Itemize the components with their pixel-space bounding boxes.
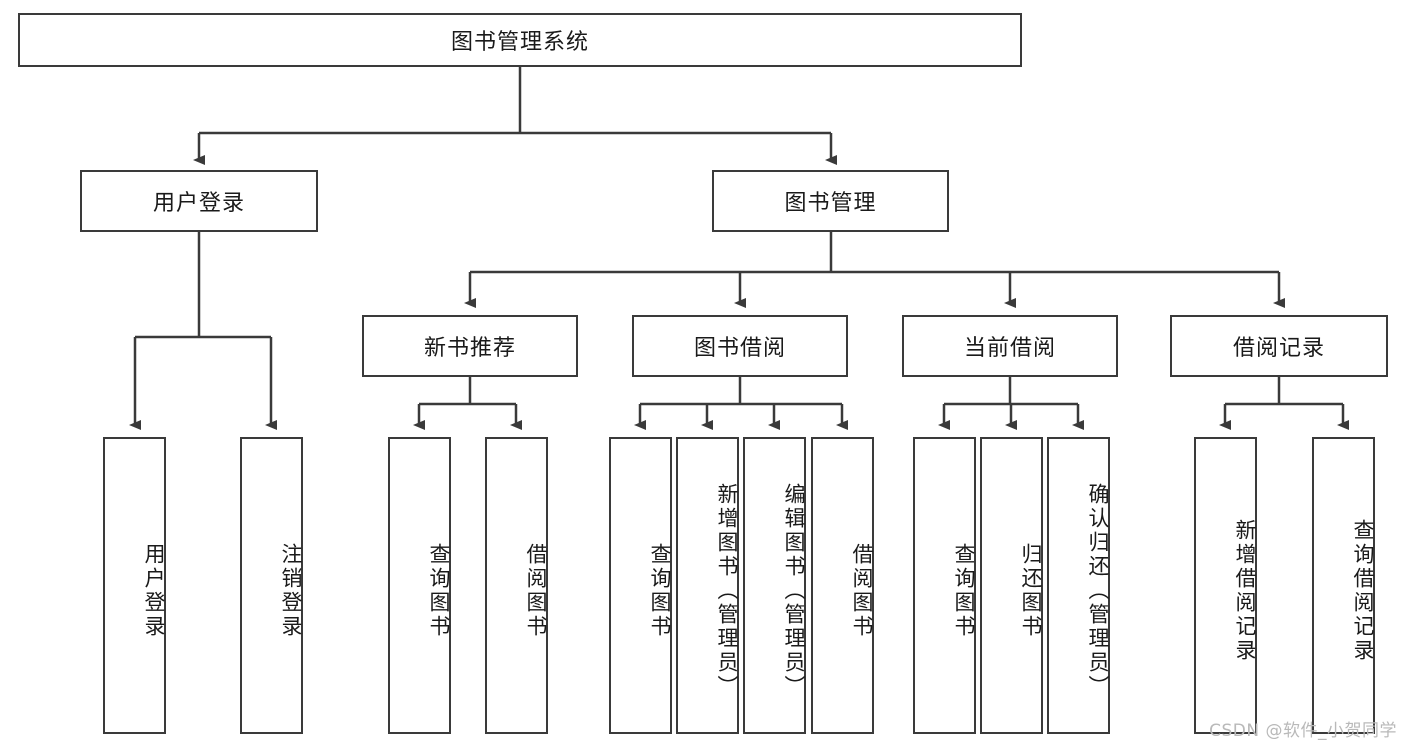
node-borrow-record[interactable]: 借阅记录 [1170,315,1388,377]
node-root-label: 图书管理系统 [450,30,589,55]
leaf-current-confirm-return-label: 确认归还（管理员） [1086,482,1110,699]
node-book-borrow-label: 图书借阅 [693,336,786,361]
leaf-borrow-borrow-book[interactable]: 借阅图书 [811,437,874,734]
node-borrow-record-label: 借阅记录 [1232,336,1325,361]
node-new-book-recommend[interactable]: 新书推荐 [362,315,578,377]
leaf-user-login-label: 用户登录 [142,542,166,639]
leaf-user-login[interactable]: 用户登录 [103,437,166,734]
leaf-borrow-add-book[interactable]: 新增图书（管理员） [676,437,739,734]
leaf-recommend-borrow-book-label: 借阅图书 [524,542,548,639]
leaf-record-add[interactable]: 新增借阅记录 [1194,437,1257,734]
leaf-borrow-query-book[interactable]: 查询图书 [609,437,672,734]
node-root[interactable]: 图书管理系统 [18,13,1022,67]
leaf-logout-label: 注销登录 [279,542,303,639]
node-book-management-label: 图书管理 [784,191,877,216]
node-book-management[interactable]: 图书管理 [712,170,949,232]
node-current-borrow[interactable]: 当前借阅 [902,315,1118,377]
leaf-record-add-label: 新增借阅记录 [1233,518,1257,663]
leaf-current-confirm-return[interactable]: 确认归还（管理员） [1047,437,1110,734]
leaf-recommend-query-book[interactable]: 查询图书 [388,437,451,734]
leaf-current-return-book[interactable]: 归还图书 [980,437,1043,734]
leaf-logout[interactable]: 注销登录 [240,437,303,734]
node-new-book-recommend-label: 新书推荐 [423,336,516,361]
leaf-recommend-borrow-book[interactable]: 借阅图书 [485,437,548,734]
watermark: CSDN @软件_小贺同学 [1209,721,1397,741]
leaf-record-query-label: 查询借阅记录 [1351,518,1375,663]
leaf-current-return-book-label: 归还图书 [1019,542,1043,639]
leaf-current-query-book-label: 查询图书 [952,542,976,639]
node-current-borrow-label: 当前借阅 [963,336,1056,361]
leaf-borrow-query-book-label: 查询图书 [648,542,672,639]
leaf-current-query-book[interactable]: 查询图书 [913,437,976,734]
node-book-borrow[interactable]: 图书借阅 [632,315,848,377]
node-user-login[interactable]: 用户登录 [80,170,318,232]
leaf-borrow-edit-book[interactable]: 编辑图书（管理员） [743,437,806,734]
leaf-recommend-query-book-label: 查询图书 [427,542,451,639]
leaf-record-query[interactable]: 查询借阅记录 [1312,437,1375,734]
node-user-login-label: 用户登录 [152,191,245,216]
leaf-borrow-edit-book-label: 编辑图书（管理员） [782,482,806,699]
leaf-borrow-borrow-book-label: 借阅图书 [850,542,874,639]
leaf-borrow-add-book-label: 新增图书（管理员） [715,482,739,699]
